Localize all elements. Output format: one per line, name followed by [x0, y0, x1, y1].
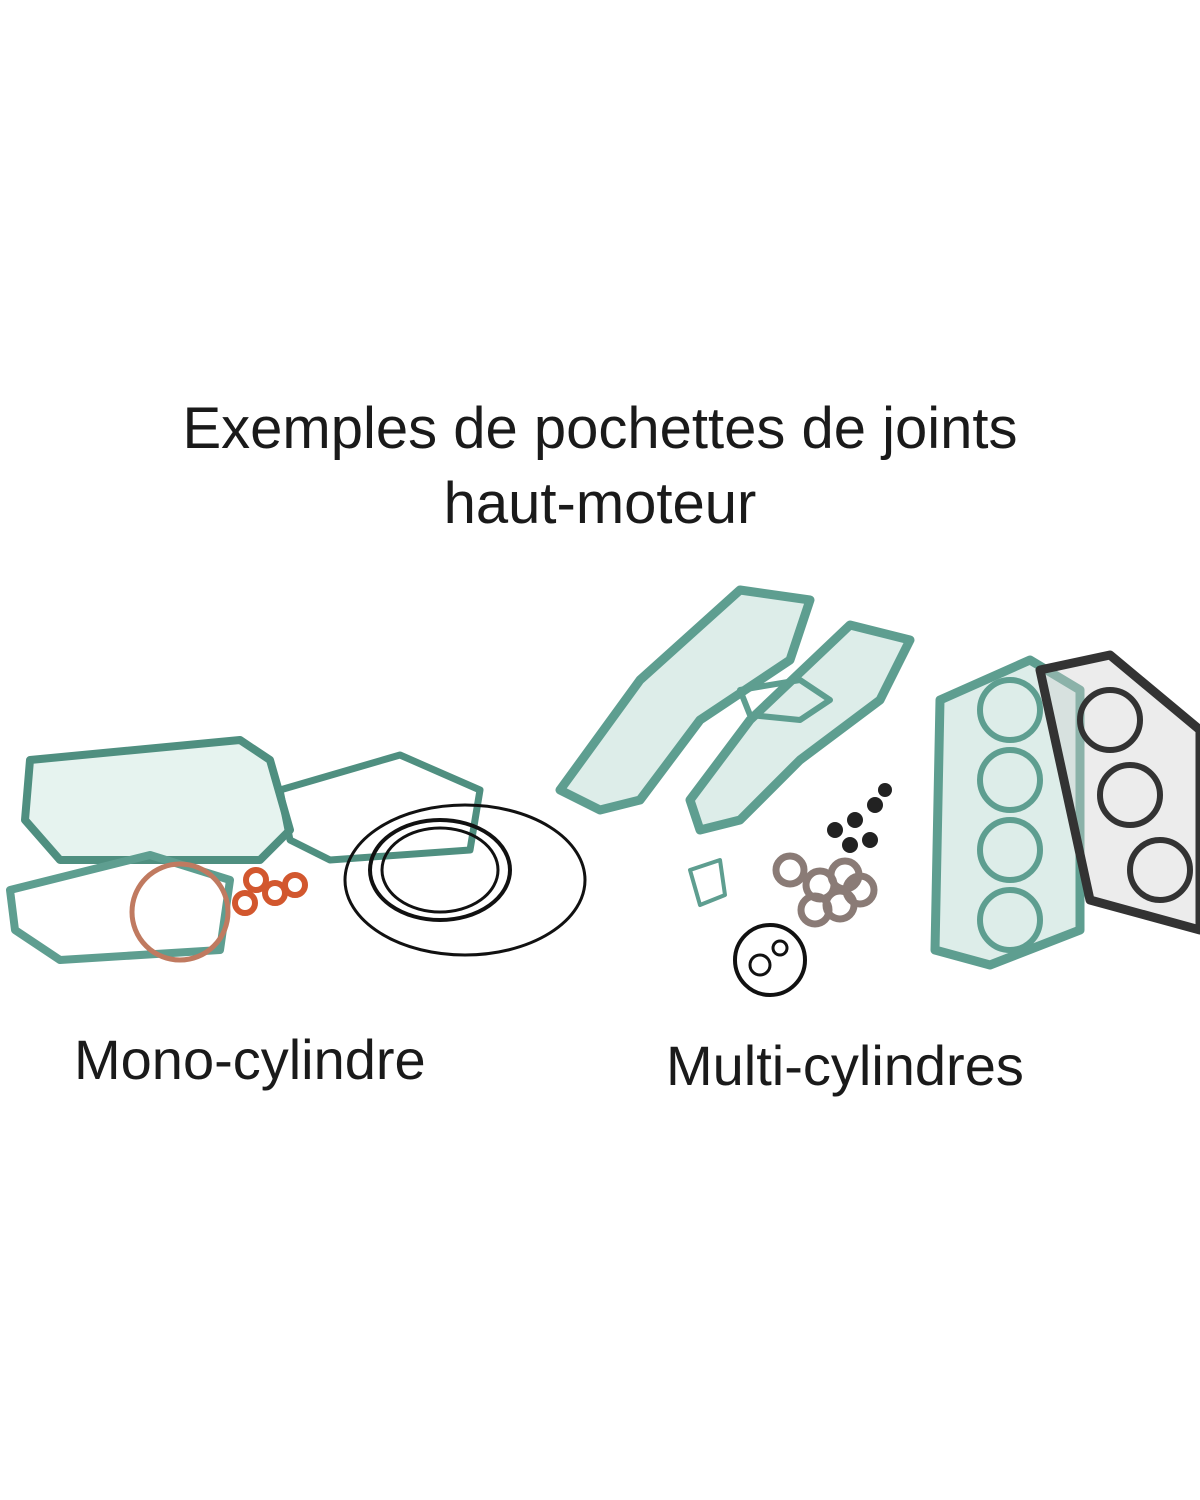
title-line-1: Exemples de pochettes de joints [182, 396, 1018, 461]
multi-cylinder-label: Multi-cylindres [666, 1034, 1024, 1097]
mono-cylinder-gasket-set [6, 736, 587, 964]
mono-cylinder-label: Mono-cylindre [74, 1028, 426, 1091]
title-line-2: haut-moteur [443, 471, 757, 536]
multi-cylinder-gasket-set [555, 585, 1200, 997]
